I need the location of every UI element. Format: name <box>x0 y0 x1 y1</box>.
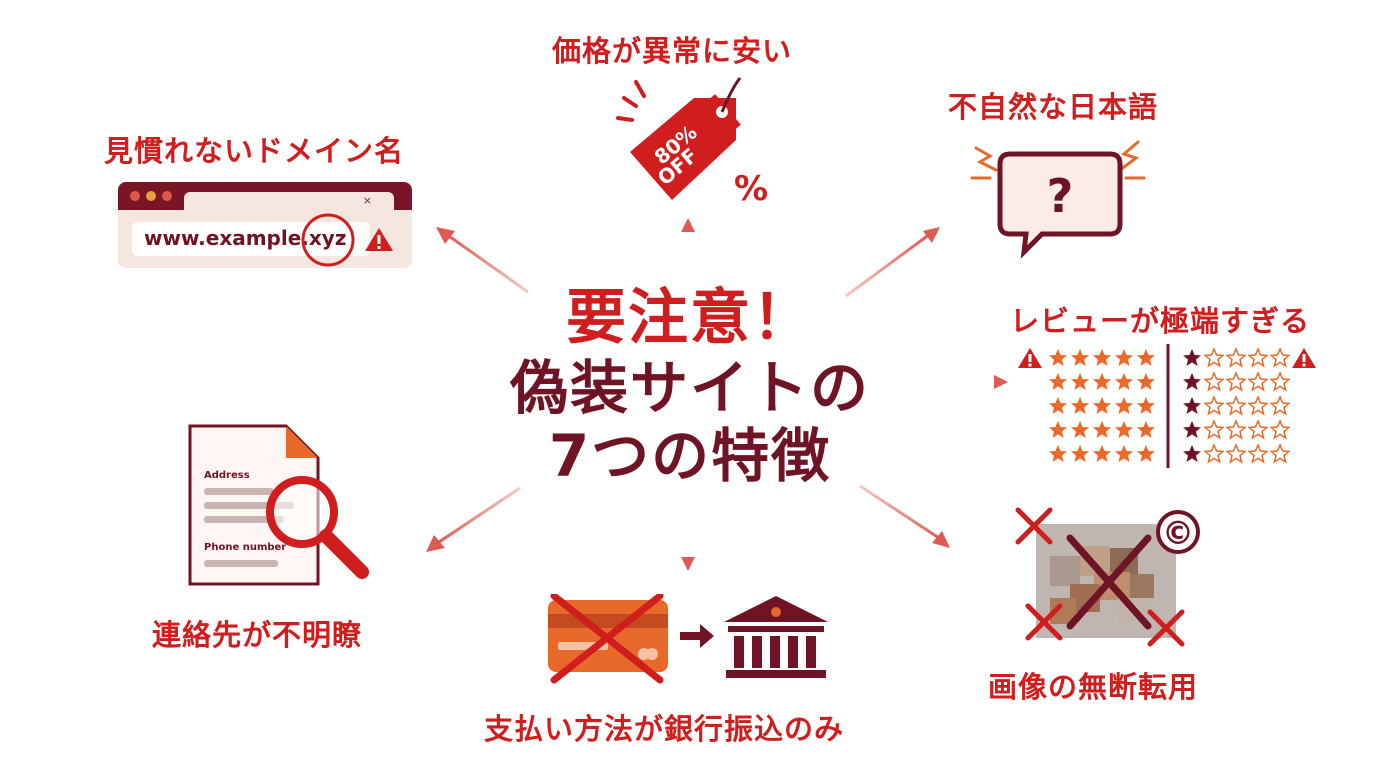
arrow-to-bank-icon <box>680 624 714 648</box>
five-star-rows <box>1049 349 1155 462</box>
magnifier-icon <box>266 476 369 579</box>
review-stars-icon <box>1018 344 1316 468</box>
warning-icon <box>365 228 393 251</box>
tab-close-icon: × <box>362 194 372 207</box>
arrow-down-left <box>426 486 521 552</box>
percent-symbol: % <box>734 169 768 209</box>
doc-field-address: Address <box>204 470 250 481</box>
browser-tab: × <box>184 192 394 214</box>
label-domain: 見慣れないドメイン名 <box>104 134 405 168</box>
window-dot-red <box>130 191 140 201</box>
url-text: www.example.xyz <box>144 226 347 250</box>
center-title: 要注意！ 偽装サイトの 7つの特徴 <box>470 282 910 490</box>
title-line-2: 偽装サイトの <box>509 354 870 422</box>
window-dot-yellow <box>146 191 156 201</box>
arrow-up <box>681 218 695 272</box>
payment-icons <box>548 594 828 684</box>
cross-icon <box>1066 534 1152 630</box>
question-mark: ? <box>1047 169 1074 223</box>
price-tag-icon: 80% OFF % <box>616 77 768 209</box>
copyright-symbol: © <box>1162 514 1194 552</box>
arrow-down <box>681 520 695 571</box>
label-price: 価格が異常に安い <box>552 34 793 68</box>
document-icon: Address Phone number <box>186 424 320 586</box>
speech-bubble-icon: ? <box>970 140 1146 259</box>
title-warning: 要注意！ <box>566 283 814 353</box>
label-images: 画像の無断転用 <box>988 670 1199 704</box>
bank-icon <box>724 596 828 678</box>
arrow-up-left <box>436 227 529 294</box>
window-dot-red-2 <box>162 191 172 201</box>
copyright-icon: © <box>1156 510 1200 554</box>
image-theft-icon: © <box>1015 507 1200 647</box>
doc-field-phone: Phone number <box>204 542 287 553</box>
highlight-circle-icon <box>301 213 355 267</box>
arrow-right <box>902 375 1008 389</box>
warning-icon-right <box>1292 348 1316 368</box>
arrow-up-right <box>845 227 940 298</box>
label-japanese: 不自然な日本語 <box>948 90 1159 124</box>
one-star-rows <box>1183 348 1290 463</box>
arrow-down-right <box>859 484 950 548</box>
small-cross-icons <box>1015 507 1185 647</box>
url-field <box>132 222 370 256</box>
label-reviews: レビューが極端すぎる <box>1010 304 1311 338</box>
label-contact: 連絡先が不明瞭 <box>152 618 363 652</box>
label-payment: 支払い方法が銀行振込のみ <box>484 712 845 746</box>
warning-icon-left <box>1018 348 1042 368</box>
browser-icon: × www.example.xyz <box>118 182 412 268</box>
title-line-3: 7つの特徴 <box>548 422 832 490</box>
cross-icon <box>550 594 664 684</box>
